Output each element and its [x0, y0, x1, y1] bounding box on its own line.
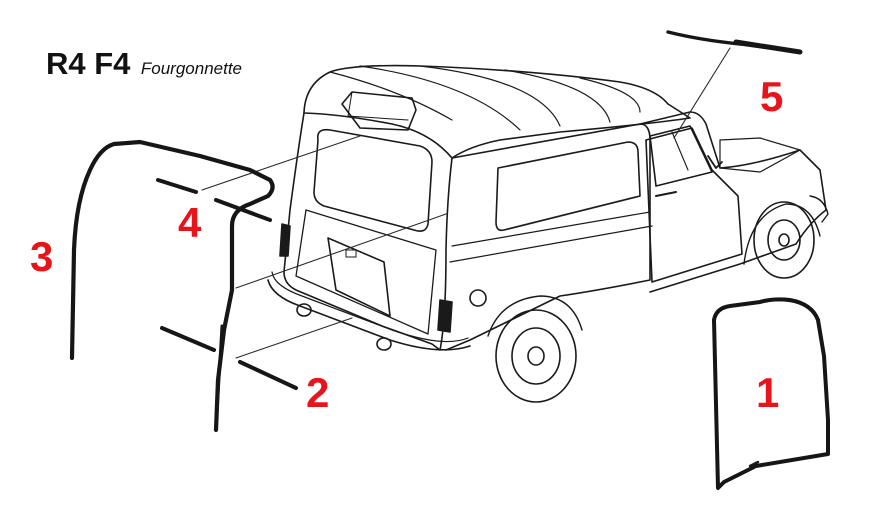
- callout-2: 2: [306, 369, 330, 416]
- seal-2-lower-strip: [160, 326, 216, 352]
- rear-window: [313, 128, 433, 232]
- roof-vent: [341, 91, 417, 131]
- leader-line-5: [673, 47, 731, 139]
- cab-door: [645, 127, 743, 283]
- seal-strips: [69, 30, 830, 490]
- title-main: R4 F4: [46, 46, 131, 81]
- side-body: [445, 123, 651, 351]
- van-roof: [303, 64, 691, 159]
- diagram-title: R4 F4 Fourgonnette: [46, 46, 242, 82]
- side-window: [495, 141, 641, 232]
- seal-4-upper-strip: [156, 178, 198, 194]
- rear-wheel: [495, 309, 577, 403]
- callout-1: 1: [756, 369, 780, 416]
- leader-line-2: [235, 317, 353, 359]
- cab: [639, 111, 827, 293]
- van-illustration: [267, 64, 829, 403]
- callout-4: 4: [178, 199, 202, 246]
- callout-3: 3: [30, 233, 54, 280]
- leader-line-3: [235, 213, 447, 289]
- seal-3-rear-frame: [69, 139, 275, 433]
- callout-5: 5: [760, 73, 784, 120]
- title-subtitle: Fourgonnette: [140, 59, 243, 78]
- rear-body: [283, 112, 453, 351]
- cab-window: [649, 125, 713, 187]
- plate-box: [327, 237, 391, 317]
- leader-line-4: [201, 135, 361, 191]
- front-wheel: [753, 201, 815, 279]
- leader-lines: [201, 47, 731, 359]
